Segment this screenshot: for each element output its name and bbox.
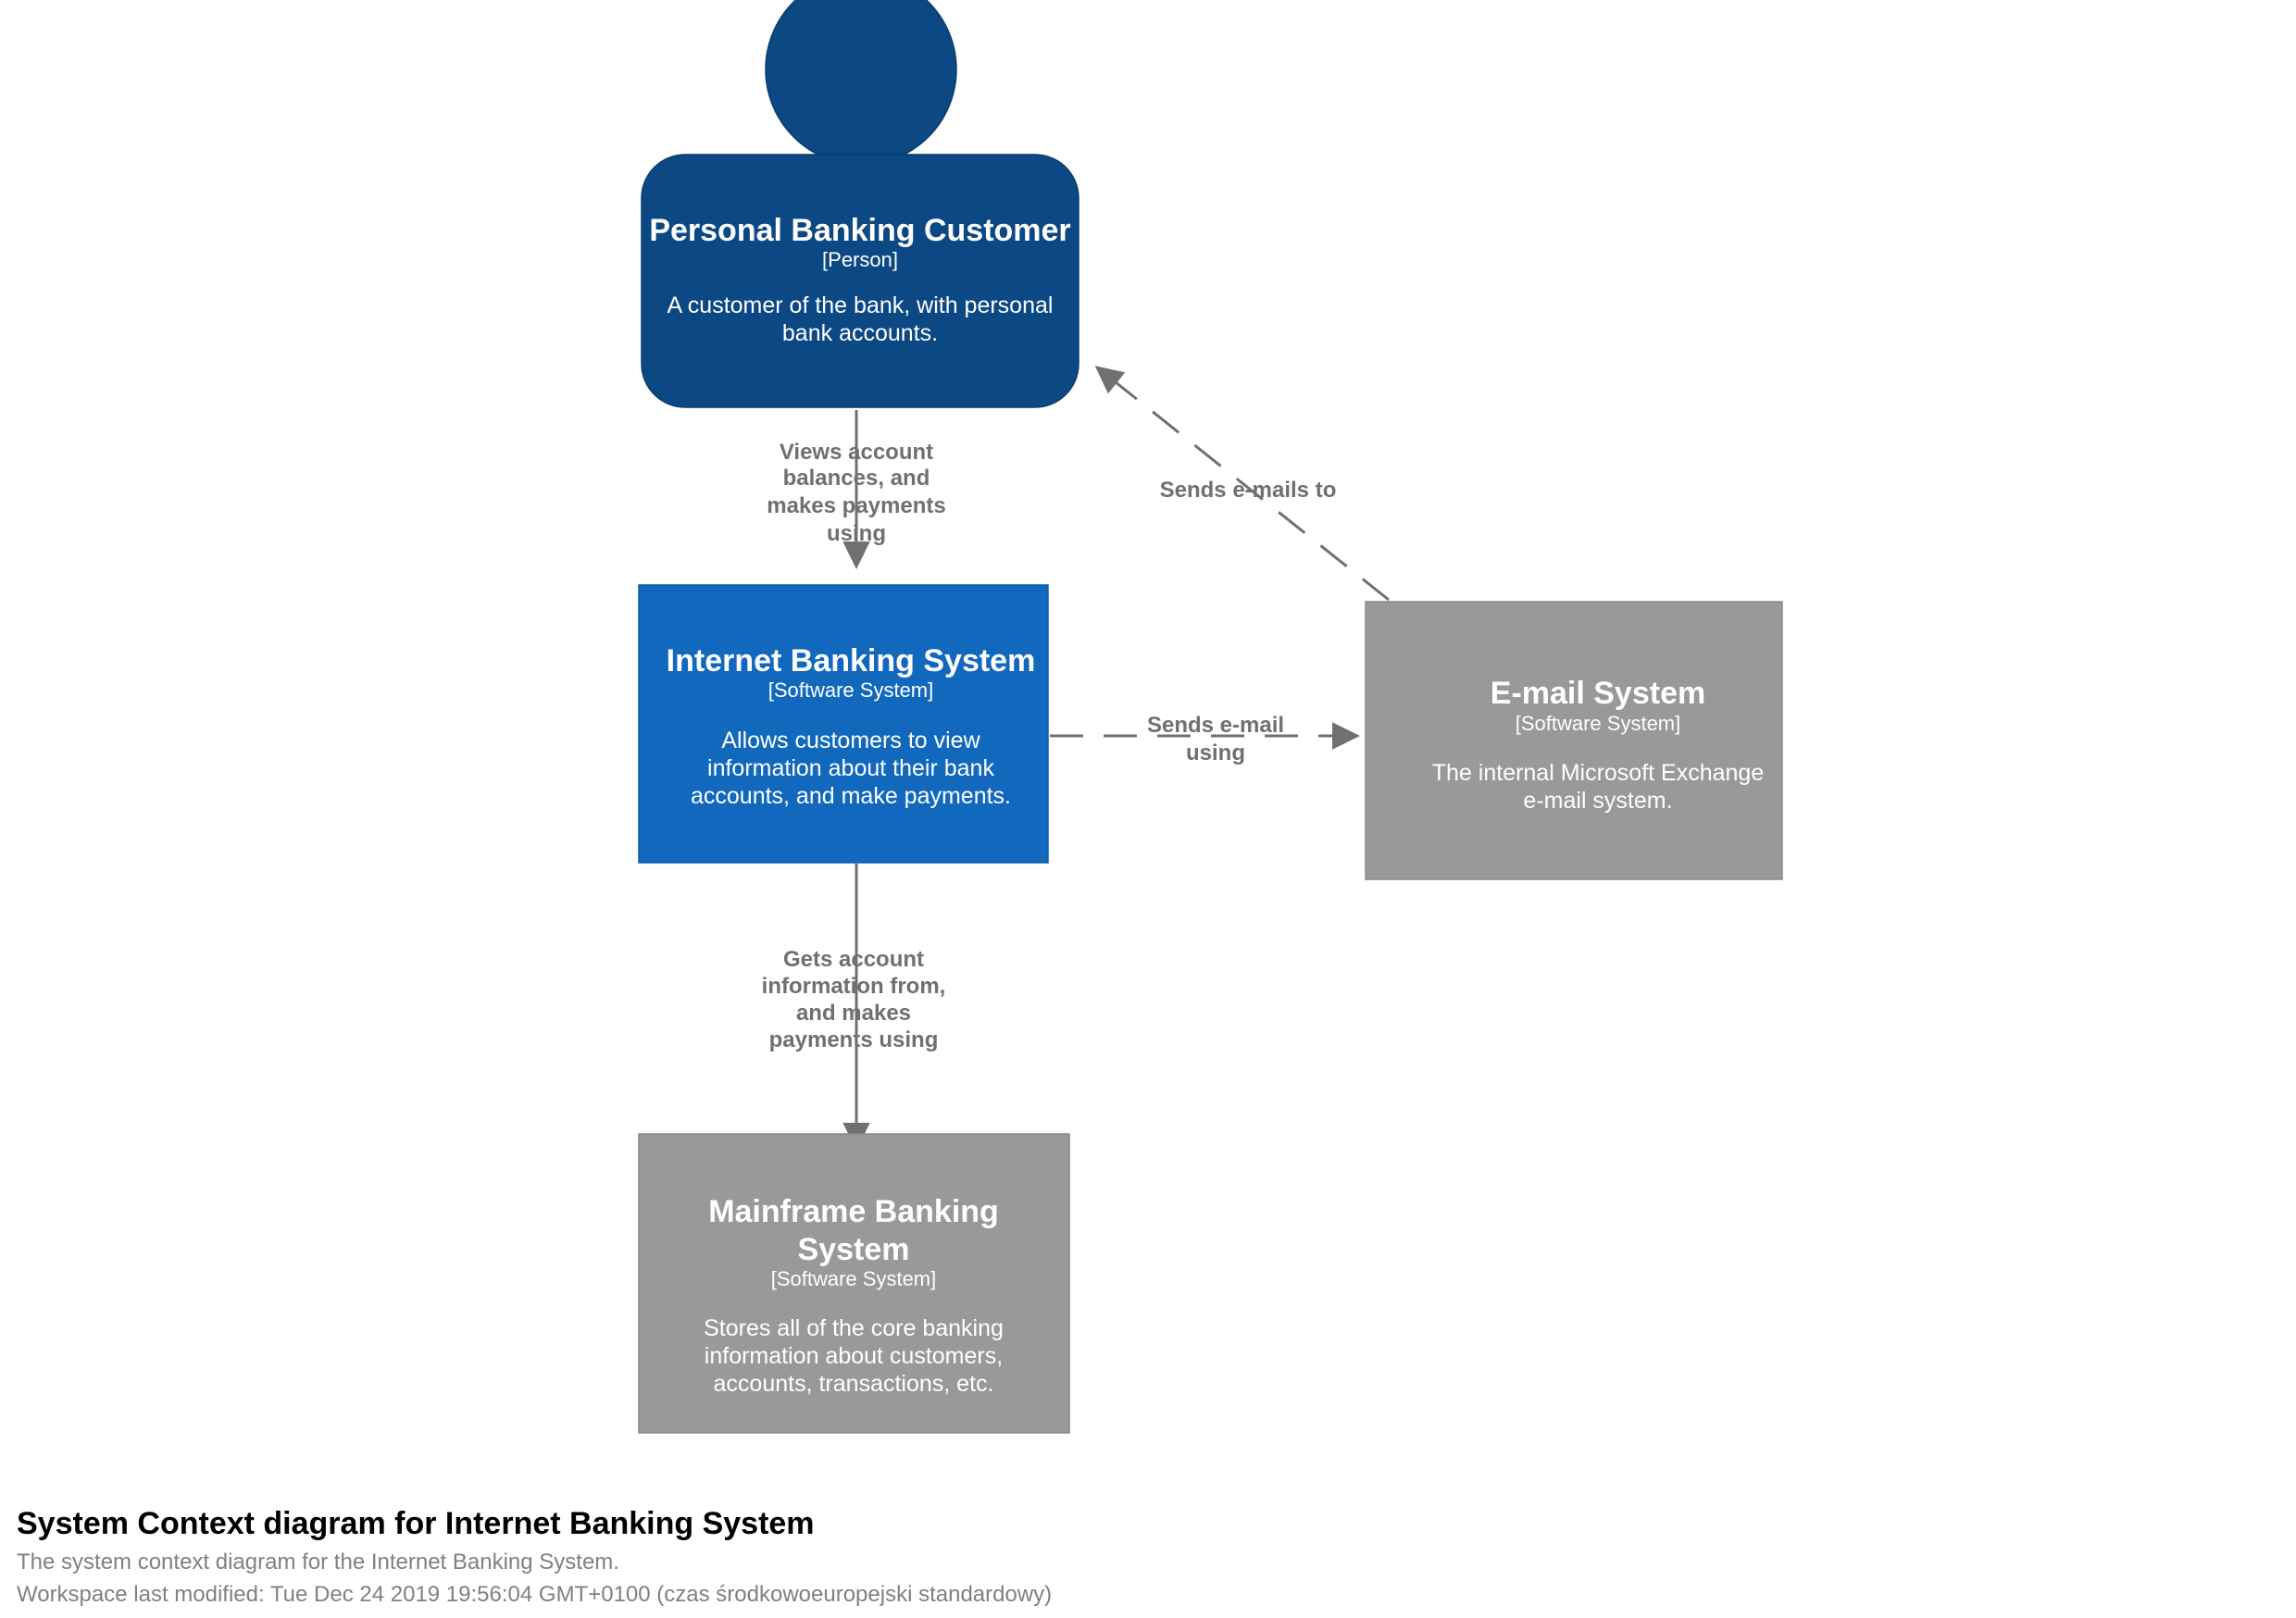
node-description-email-system-line-2: e-mail system. [1523,788,1672,814]
node-title-mainframe-banking-system-line-1: Mainframe Banking [708,1194,999,1229]
diagram-footer: System Context diagram for Internet Bank… [17,1506,2239,1609]
edge-label-ibs-to-email-line-2: using [1186,741,1245,765]
footer-title: System Context diagram for Internet Bank… [17,1506,815,1541]
node-title-personal-banking-customer: Personal Banking Customer [649,213,1070,248]
person-head-icon [765,0,957,166]
node-tag-internet-banking-system: [Software System] [768,678,934,702]
edge-label-ibs-to-mainframe-line-2: information from, [762,974,946,999]
node-email-system[interactable]: E-mail System [Software System] The inte… [1365,601,1783,880]
node-tag-personal-banking-customer: [Person] [822,248,898,271]
edge-internet-banking-system-to-mainframe-banking-system: Gets account information from, and makes… [762,864,946,1151]
node-title-email-system: E-mail System [1491,676,1705,711]
node-internet-banking-system[interactable]: Internet Banking System [Software System… [638,584,1049,864]
node-title-internet-banking-system: Internet Banking System [667,643,1036,678]
edge-label-person-to-ibs-line-3: makes payments [767,493,945,518]
footer-last-modified: Workspace last modified: Tue Dec 24 2019… [17,1582,1053,1608]
node-tag-mainframe-banking-system: [Software System] [771,1267,937,1290]
edge-person-to-internet-banking-system: Views account balances, and makes paymen… [767,410,946,569]
node-tag-email-system: [Software System] [1516,712,1681,735]
edge-label-ibs-to-email-line-1: Sends e-mail [1147,713,1284,738]
edge-label-ibs-to-mainframe-line-1: Gets account [783,947,924,972]
email-system-box [1365,601,1783,880]
footer-subtitle: The system context diagram for the Inter… [17,1550,619,1575]
node-description-personal-banking-customer-line-1: A customer of the bank, with personal [668,292,1054,318]
node-description-internet-banking-system-line-2: information about their bank [707,755,994,781]
edge-email-system-to-person: Sends e-mails to [1094,366,1390,602]
edge-label-ibs-to-mainframe-line-4: payments using [769,1027,939,1052]
node-description-mainframe-banking-system-line-3: accounts, transactions, etc. [714,1371,994,1397]
person-body-shape [641,154,1079,408]
node-title-mainframe-banking-system-line-2: System [798,1232,910,1267]
node-description-personal-banking-customer-line-2: bank accounts. [782,320,938,346]
node-description-email-system-line-1: The internal Microsoft Exchange [1432,760,1765,786]
edge-label-person-to-ibs-line-1: Views account [780,440,933,465]
edge-label-person-to-ibs-line-4: using [827,521,886,546]
internet-banking-system-box [638,584,1049,864]
edge-label-ibs-to-mainframe-line-3: and makes [796,1001,911,1026]
node-description-mainframe-banking-system-line-1: Stores all of the core banking [704,1315,1004,1341]
mainframe-banking-system-box [638,1133,1070,1434]
node-description-mainframe-banking-system-line-2: information about customers, [705,1343,1003,1369]
node-mainframe-banking-system[interactable]: Mainframe Banking System [Software Syste… [638,1133,1070,1434]
node-personal-banking-customer[interactable]: Personal Banking Customer [Person] A cus… [641,0,1079,408]
edge-label-email-to-person-line-1: Sends e-mails to [1160,478,1337,503]
node-description-internet-banking-system-line-3: accounts, and make payments. [691,783,1011,809]
edge-internet-banking-system-to-email-system: Sends e-mail using [1050,713,1360,765]
edge-label-person-to-ibs-line-2: balances, and [783,466,930,491]
node-description-internet-banking-system-line-1: Allows customers to view [721,728,980,753]
